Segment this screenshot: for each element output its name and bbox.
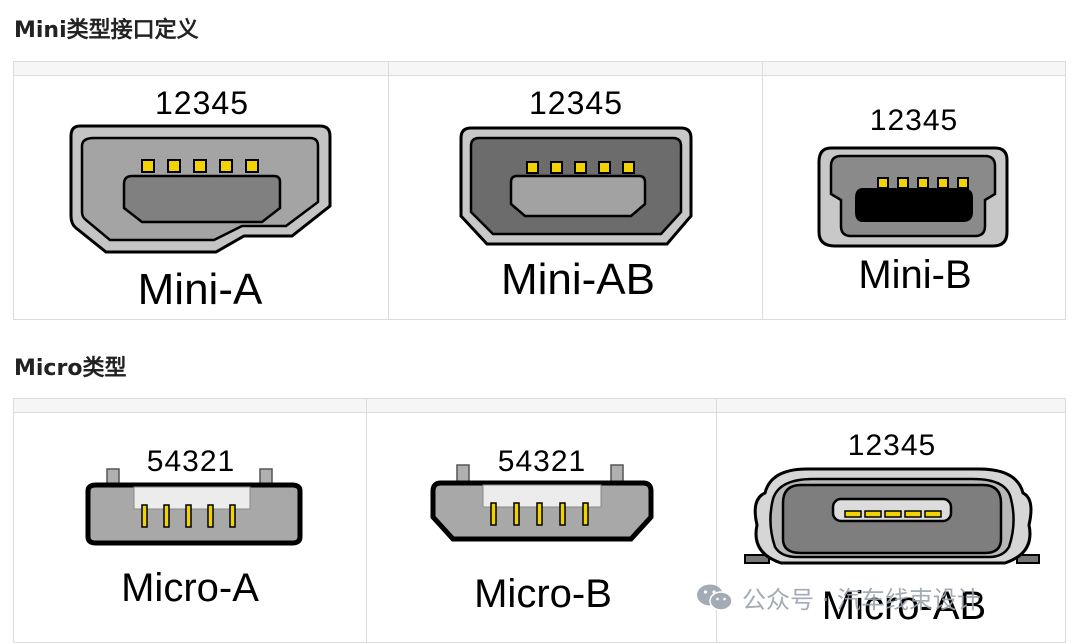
mini-a-tongue	[122, 174, 282, 224]
connector-name-micro-ab: Micro-AB	[822, 584, 986, 628]
watermark-text: 公众号 · 汽车线束设计	[742, 586, 981, 614]
mini-ab-diagram: 12345 Mini-AB	[459, 85, 693, 304]
pin	[622, 161, 635, 174]
pin	[185, 504, 192, 528]
pin	[574, 161, 587, 174]
pin	[904, 510, 922, 518]
connector-name-micro-b: Micro-B	[474, 572, 612, 616]
column-divider	[716, 399, 717, 642]
column-divider	[388, 62, 389, 319]
micro-a-diagram: 54321 Micro-A	[85, 445, 303, 610]
pin	[598, 161, 611, 174]
pin	[957, 177, 969, 189]
micro-connector-table: 54321 Micro-A 54321	[13, 398, 1066, 643]
mini-b-socket	[855, 188, 973, 222]
micro-b-pins	[490, 502, 589, 526]
pin	[844, 510, 862, 518]
micro-b-latch-left	[456, 464, 470, 484]
pin	[536, 502, 543, 526]
connector-name-mini-ab: Mini-AB	[501, 255, 655, 304]
pin-numbers-label: 12345	[848, 429, 936, 462]
mini-ab-tongue	[509, 174, 647, 218]
pin	[167, 159, 181, 173]
column-divider	[762, 62, 763, 319]
table-header-row	[14, 62, 1065, 76]
pin-numbers-label: 54321	[147, 445, 235, 478]
watermark: 公众号 · 汽车线束设计	[696, 580, 981, 615]
pin	[924, 510, 942, 518]
micro-a-cell: 54321 Micro-A	[14, 413, 366, 643]
pin	[193, 159, 207, 173]
wechat-icon	[697, 584, 733, 611]
pin	[219, 159, 233, 173]
table-header-row	[14, 399, 1065, 413]
pin-numbers-label: 12345	[155, 85, 249, 121]
mini-b-cell: 12345 Mini-B	[763, 76, 1065, 320]
pin	[937, 177, 949, 189]
column-divider	[366, 399, 367, 642]
pin	[864, 510, 882, 518]
pin	[229, 504, 236, 528]
pin	[917, 177, 929, 189]
pin	[559, 502, 566, 526]
pin	[245, 159, 259, 173]
pin	[141, 504, 148, 528]
connector-name-mini-a: Mini-A	[138, 265, 263, 314]
pin	[207, 504, 214, 528]
micro-a-pins	[141, 504, 236, 528]
micro-b-cell: 54321 Micro-B	[367, 413, 716, 643]
micro-ab-diagram: 12345 Micro-AB	[744, 429, 1040, 628]
pin	[877, 177, 889, 189]
pin	[550, 161, 563, 174]
mini-b-pins	[877, 177, 969, 189]
micro-ab-feet	[744, 554, 1040, 564]
pin	[582, 502, 589, 526]
mini-a-cell: 12345 Mini-A	[14, 76, 388, 320]
micro-a-tongue	[133, 486, 251, 510]
mini-a-diagram: 12345 Mini-A	[69, 85, 332, 314]
pin-numbers-label: 12345	[870, 104, 958, 137]
pin	[490, 502, 497, 526]
pin	[513, 502, 520, 526]
micro-b-diagram: 54321 Micro-B	[430, 445, 654, 616]
mini-ab-cell: 12345 Mini-AB	[389, 76, 762, 320]
micro-b-latch-right	[610, 464, 624, 484]
mini-ab-pins	[526, 161, 635, 174]
pin	[526, 161, 539, 174]
pin-numbers-label: 54321	[498, 445, 586, 478]
pin	[897, 177, 909, 189]
mini-a-pins	[141, 159, 259, 173]
section-title-micro: Micro类型	[14, 356, 127, 381]
pin-numbers-label: 12345	[529, 85, 623, 121]
micro-ab-cell: 12345 Micro-AB	[717, 413, 1065, 643]
mini-connector-table: 12345 Mini-A 12345	[13, 61, 1066, 320]
section-title-mini: Mini类型接口定义	[14, 18, 199, 43]
pin	[163, 504, 170, 528]
connector-name-micro-a: Micro-A	[121, 566, 259, 610]
pin	[141, 159, 155, 173]
mini-b-diagram: 12345 Mini-B	[817, 104, 1009, 297]
pin	[884, 510, 902, 518]
micro-ab-pins	[844, 510, 942, 518]
connector-name-mini-b: Mini-B	[858, 253, 971, 297]
